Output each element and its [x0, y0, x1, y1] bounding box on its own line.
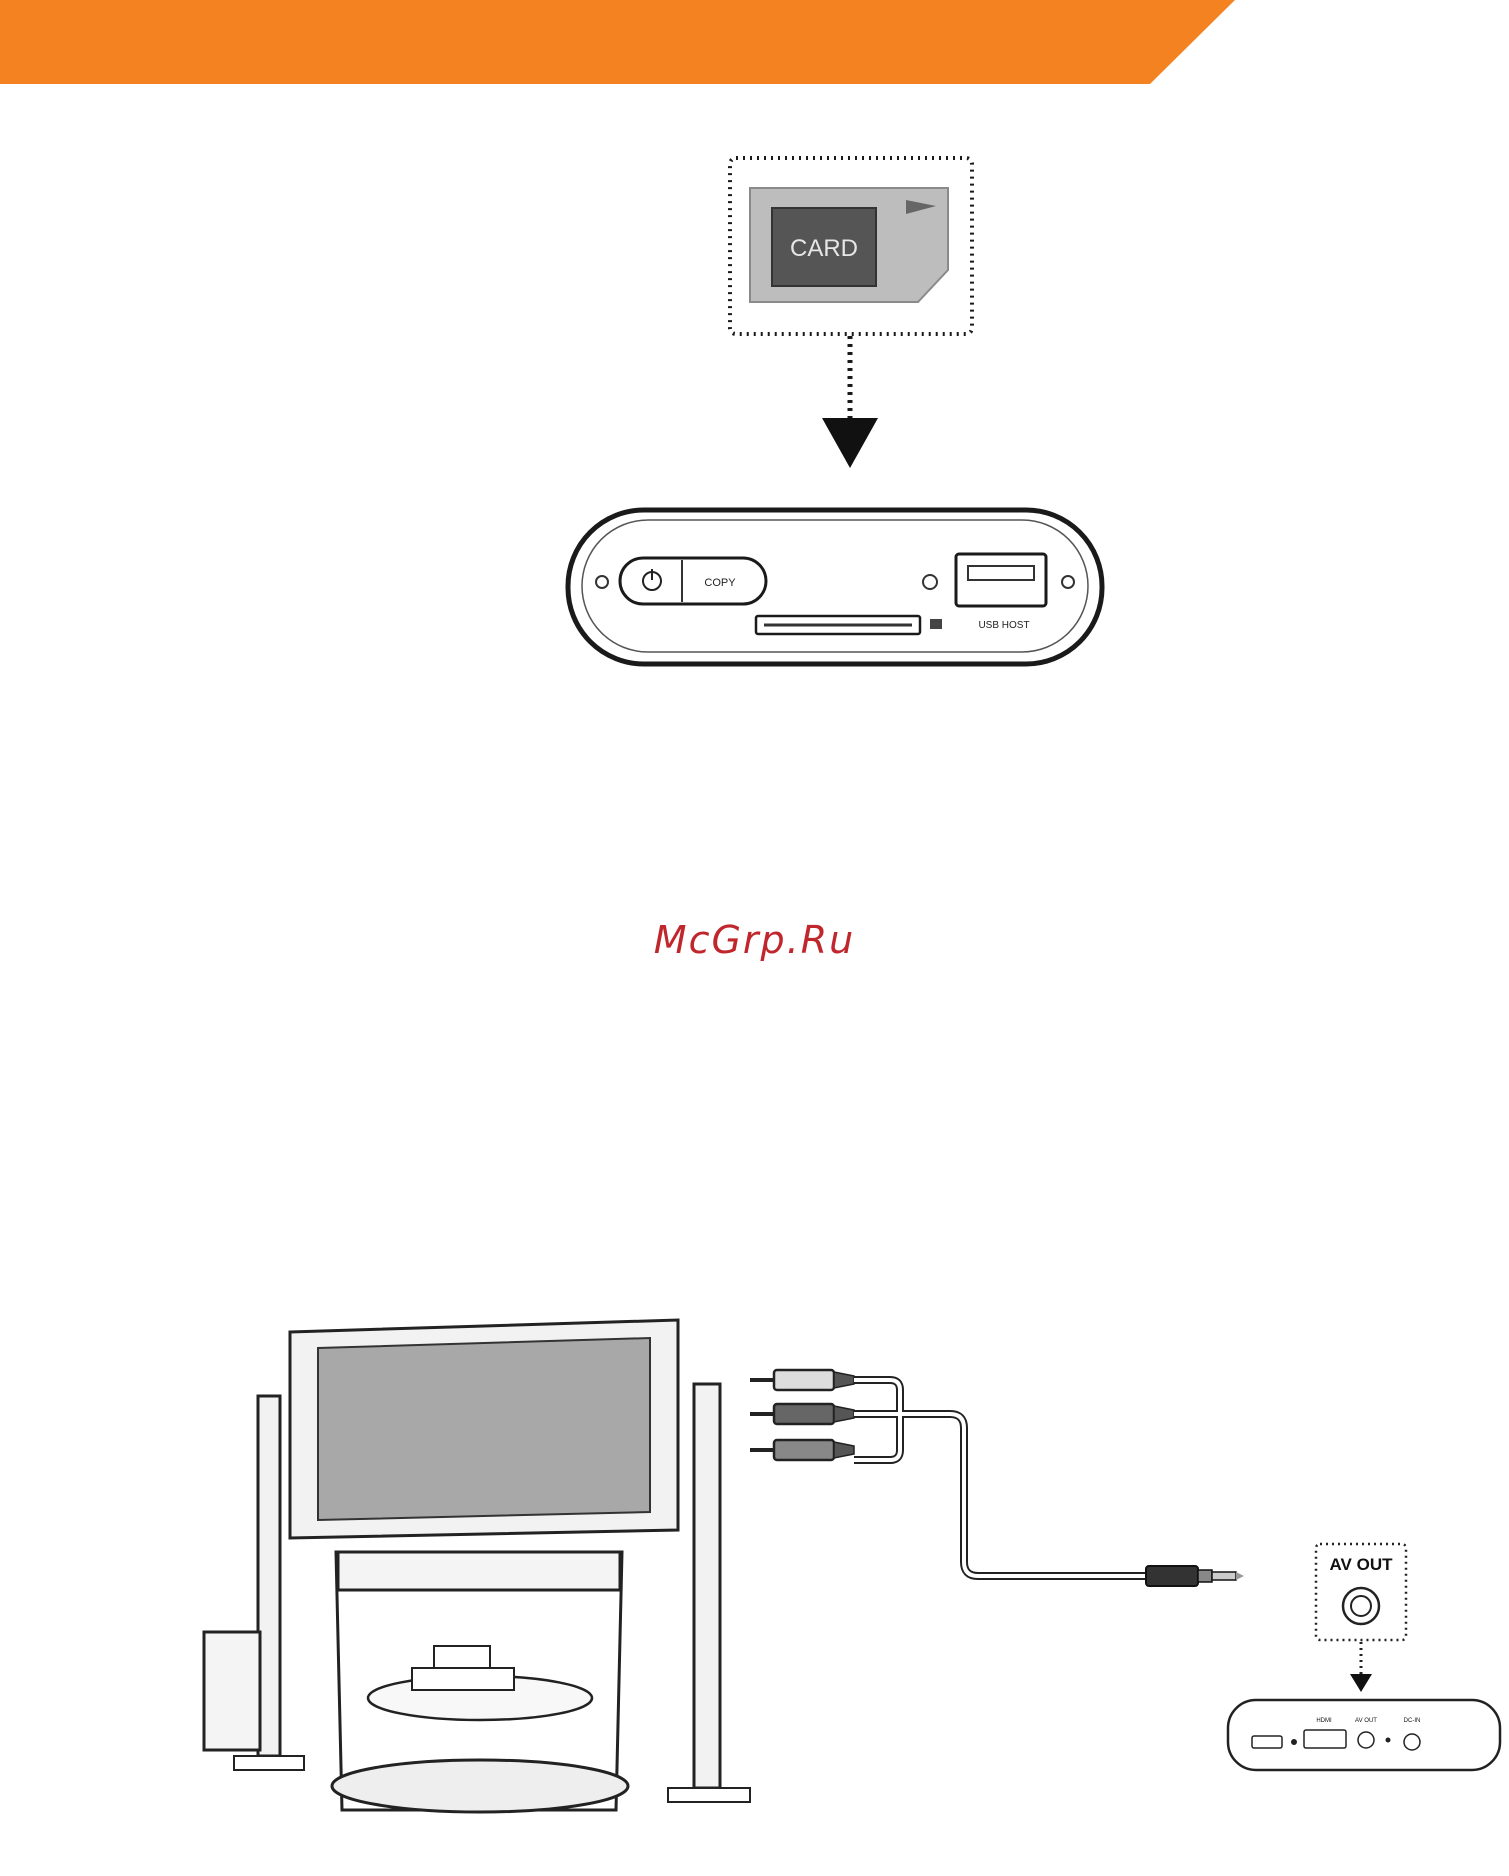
rca-plug-red-icon	[750, 1404, 854, 1424]
header-band-shape	[0, 0, 1235, 84]
rca-plug-white-icon	[750, 1370, 854, 1390]
led-indicator-icon	[1386, 1738, 1391, 1743]
dvd-player-top-icon	[434, 1646, 490, 1668]
card-slot-indicator-icon	[930, 619, 942, 629]
watermark-text: McGrp.Ru	[0, 918, 1509, 962]
dvd-player-icon	[412, 1668, 514, 1690]
av-jack-plug-icon	[1146, 1566, 1244, 1586]
power-copy-button	[620, 558, 766, 604]
av-out-port-icon	[1343, 1588, 1379, 1624]
av-cable-core	[854, 1380, 1148, 1576]
reset-hole-icon	[1291, 1739, 1297, 1745]
rca-plug-yellow-icon	[750, 1440, 854, 1460]
right-tower-speaker-icon	[694, 1384, 720, 1788]
hdmi-port-icon	[1304, 1730, 1346, 1748]
right-speaker-base	[668, 1788, 750, 1802]
mini-usb-port-icon	[1252, 1736, 1282, 1748]
card-insert-illustration: CARD COPY USB HOST	[560, 150, 1150, 710]
av-out-down-arrow-icon	[1350, 1674, 1372, 1692]
tv-stand-base	[332, 1760, 628, 1812]
header-band	[0, 0, 1509, 90]
television-icon	[290, 1320, 678, 1812]
dc-in-port-icon	[1404, 1734, 1420, 1750]
av-out-callout-label: AV OUT	[1330, 1555, 1394, 1574]
av-connection-illustration: AV OUT HDMI AV OUT DC-IN	[190, 1300, 1509, 1876]
device-av-out-port-icon	[1358, 1732, 1374, 1748]
hdmi-port-label: HDMI	[1316, 1718, 1332, 1724]
card-label: CARD	[790, 235, 858, 262]
left-speaker-base	[234, 1756, 304, 1770]
copy-button-label: COPY	[704, 577, 736, 589]
av-out-port-label: AV OUT	[1355, 1718, 1377, 1724]
tv-screen	[318, 1338, 650, 1520]
subwoofer-icon	[204, 1632, 260, 1750]
down-arrow-icon	[822, 418, 878, 468]
usb-port-label: USB HOST	[978, 620, 1029, 631]
dc-in-port-label: DC-IN	[1404, 1718, 1421, 1724]
tv-stand-top	[338, 1552, 620, 1590]
